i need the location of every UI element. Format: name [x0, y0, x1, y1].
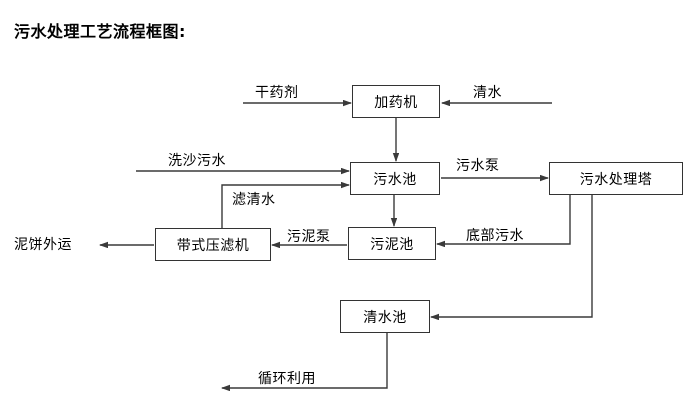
node-label: 清水池: [363, 309, 407, 326]
edge-label-bottom-sewage: 底部污水: [466, 228, 524, 244]
node-dosing-machine[interactable]: 加药机: [352, 85, 440, 118]
node-clear-water-pool[interactable]: 清水池: [340, 300, 430, 333]
edge-label-filtered-clear-water: 滤清水: [232, 192, 276, 208]
node-label: 污水处理塔: [579, 171, 653, 188]
node-label: 加药机: [374, 94, 418, 111]
node-label: 带式压滤机: [176, 237, 250, 254]
edge-label-sewage-pump: 污水泵: [456, 158, 500, 174]
page-title: 污水处理工艺流程框图:: [14, 22, 186, 41]
node-label: 污水池: [373, 171, 417, 188]
edge-label-dry-chemical: 干药剂: [255, 85, 299, 101]
node-belt-filter-press[interactable]: 带式压滤机: [155, 228, 271, 261]
node-label: 污泥池: [370, 236, 414, 253]
terminal-label-mud-cake-out: 泥饼外运: [14, 237, 72, 253]
edge-label-clean-water: 清水: [473, 85, 502, 101]
edge-label-recycle-reuse: 循环利用: [258, 371, 316, 387]
edge-label-sludge-pump: 污泥泵: [287, 229, 331, 245]
node-sludge-pool[interactable]: 污泥池: [348, 227, 436, 260]
node-sewage-pool[interactable]: 污水池: [350, 162, 440, 195]
node-treatment-tower[interactable]: 污水处理塔: [549, 162, 683, 195]
edge-label-sand-wash-sewage: 洗沙污水: [168, 153, 226, 169]
